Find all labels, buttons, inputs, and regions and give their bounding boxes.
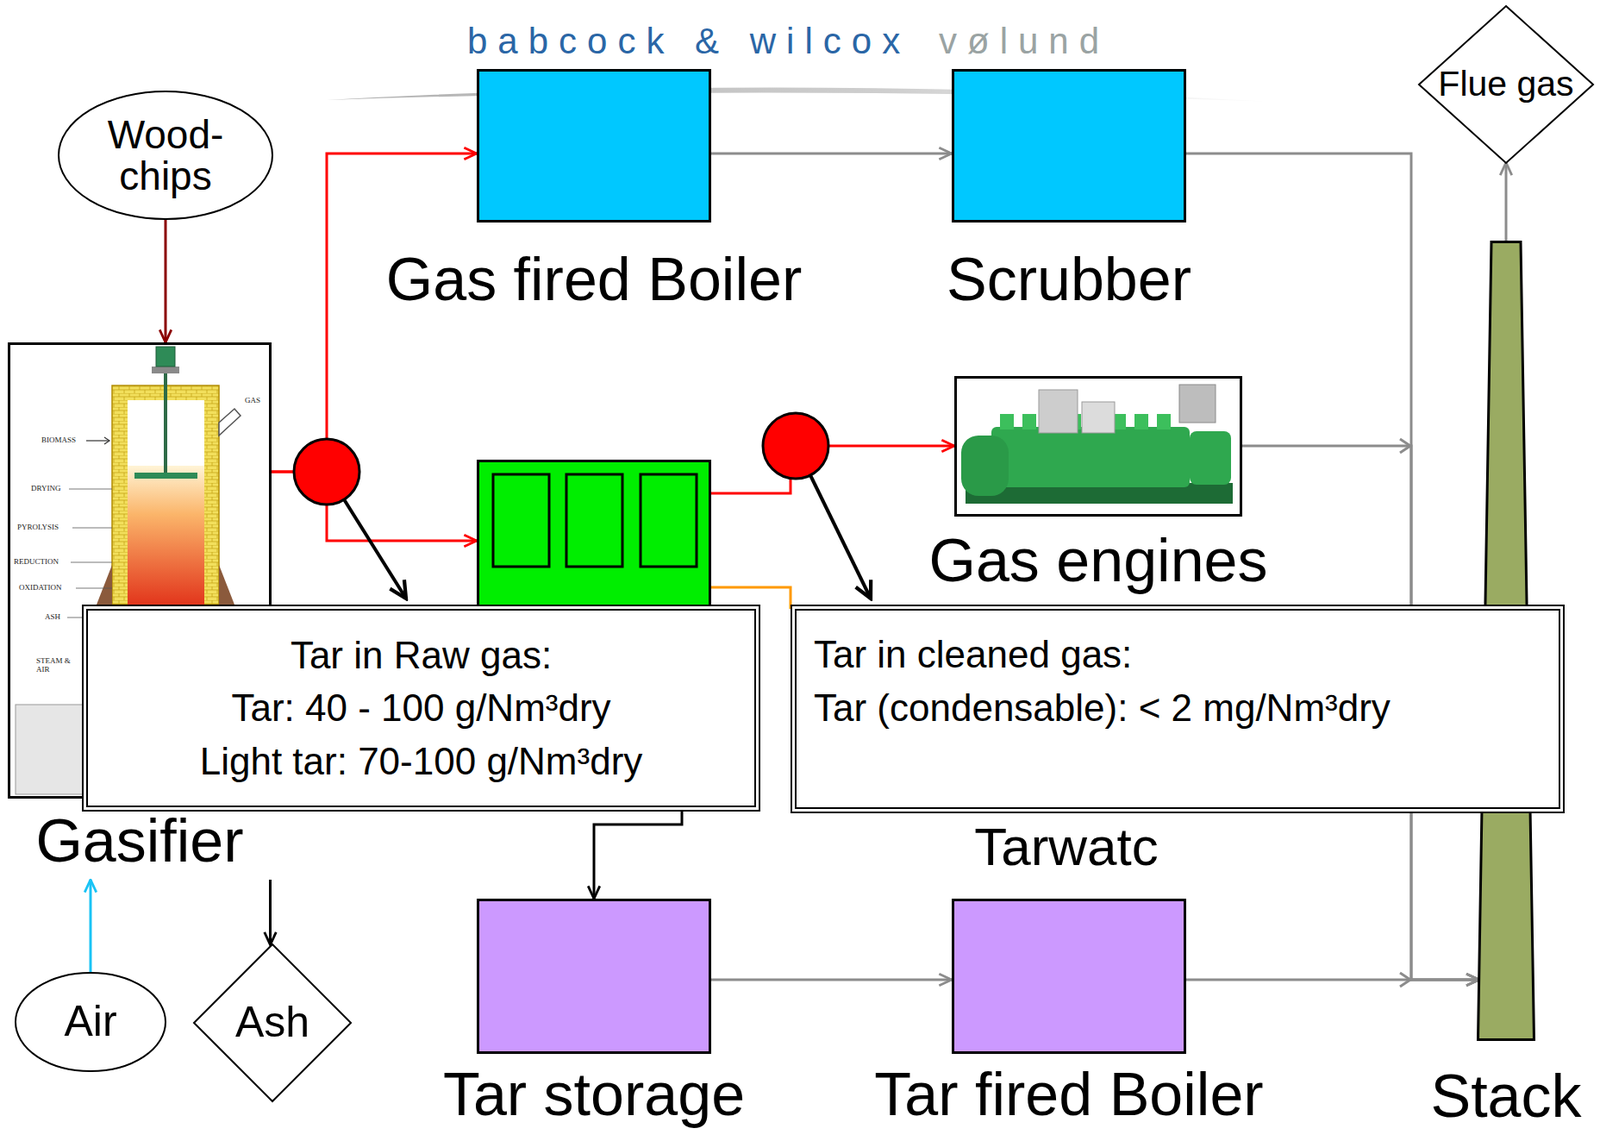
flow-connector xyxy=(1186,978,1480,982)
partial-label: Tarwatc xyxy=(974,815,1159,877)
diamond-outline xyxy=(1418,6,1594,163)
storage-box: Tar storage xyxy=(476,898,712,1054)
engine-illustration xyxy=(954,375,1243,517)
drawing-part xyxy=(991,426,1190,488)
node-heading: Scrubber xyxy=(946,246,1192,313)
callout-box: Tar in Raw gas:Tar: 40 - 100 g/Nm³dryLig… xyxy=(81,604,761,812)
node-heading: Gasifier xyxy=(35,807,244,875)
watermark: vølund xyxy=(938,20,1110,63)
text-holder: Tar in Raw gas:Tar: 40 - 100 g/Nm³dryLig… xyxy=(87,610,755,806)
node-text: Tar in cleaned gas: xyxy=(813,627,1132,682)
flow-connector xyxy=(711,445,955,494)
connector-group xyxy=(90,153,1507,980)
node-text: Light tar: 70-100 g/Nm³dry xyxy=(200,734,644,788)
flow-connector xyxy=(164,218,168,343)
drawing-part xyxy=(1000,413,1014,430)
node-heading: Gas fired Boiler xyxy=(386,246,802,313)
scrubber-box: Scrubber xyxy=(951,68,1187,223)
leader-line xyxy=(810,475,871,599)
drawing-part xyxy=(75,587,113,589)
flow-connector xyxy=(268,879,272,945)
drawing-part xyxy=(1189,431,1232,485)
flow-connector xyxy=(711,152,952,156)
sample-point xyxy=(762,412,829,479)
text-holder: Air xyxy=(14,971,167,1072)
node-text: Tar (condensable): < 2 mg/Nm³dry xyxy=(813,681,1391,735)
text-holder: Flue gas xyxy=(1418,5,1594,164)
drawing-part xyxy=(1134,413,1149,430)
feed-ellipse: Wood- chips xyxy=(57,90,274,220)
node-heading: Tar storage xyxy=(443,1061,745,1128)
boiler-box: Tar fired Boiler xyxy=(951,898,1187,1054)
drawing-part xyxy=(1179,384,1216,423)
drawing-part xyxy=(151,366,180,374)
input-ellipse: Air xyxy=(14,971,167,1072)
flow-connector xyxy=(89,879,93,973)
node-text: Ash xyxy=(235,997,310,1048)
boiler-box: Gas fired Boiler xyxy=(476,68,712,223)
node-text: Wood- chips xyxy=(92,113,239,198)
drawing-part xyxy=(96,564,113,605)
drawing-part xyxy=(72,527,113,529)
node-heading: Gas engines xyxy=(928,527,1268,594)
drawing-part xyxy=(86,439,109,441)
node-text: Tar: 40 - 100 g/Nm³dry xyxy=(231,681,611,735)
engine-box: Gas engines xyxy=(954,375,1243,517)
text-holder: Wood- chips xyxy=(57,90,274,220)
text-holder: Ash xyxy=(193,943,352,1102)
output-diamond: Flue gas xyxy=(1418,5,1594,164)
drawing-part xyxy=(127,465,205,605)
part-label: OXIDATION xyxy=(18,583,63,593)
node-text: Flue gas xyxy=(1437,63,1574,105)
part-label: STEAM & AIR xyxy=(36,656,71,675)
node-text: Tar in Raw gas: xyxy=(290,628,552,682)
stack-outline xyxy=(1478,242,1535,1040)
junction-arrow xyxy=(1400,972,1411,987)
node-heading: Tar fired Boiler xyxy=(874,1061,1263,1128)
drawing-part xyxy=(156,346,175,367)
drawing-part xyxy=(70,562,113,563)
ellipse-outline xyxy=(15,972,166,1071)
drawing-part xyxy=(640,474,697,567)
part-label: BIOMASS xyxy=(41,436,76,445)
watermark: babcock & wilcox xyxy=(467,20,911,63)
drawing-part xyxy=(1038,389,1078,433)
flow-connector xyxy=(1505,162,1508,242)
part-label: REDUCTION xyxy=(13,557,59,567)
part-label: ASH xyxy=(44,612,61,622)
drawing-part xyxy=(566,474,623,567)
drawing-part xyxy=(104,437,110,444)
drawing-part xyxy=(954,375,1243,517)
ellipse-outline xyxy=(58,91,273,219)
text-holder: Tar in cleaned gas:Tar (condensable): < … xyxy=(796,610,1559,807)
junction-arrow xyxy=(1400,438,1411,453)
drawing-part xyxy=(961,435,1009,496)
drawing-part xyxy=(1156,413,1171,430)
output-diamond: Ash xyxy=(193,943,352,1102)
part-label: PYROLYSIS xyxy=(17,523,59,532)
leader-line xyxy=(343,499,407,599)
diamond-outline xyxy=(193,943,351,1101)
part-label: DRYING xyxy=(31,484,62,494)
callout-box: Tar in cleaned gas:Tar (condensable): < … xyxy=(790,604,1565,813)
drawing-part xyxy=(1022,413,1037,430)
drawing-part xyxy=(68,488,113,490)
node-text: Air xyxy=(63,996,117,1047)
part-label: GAS xyxy=(244,396,261,406)
drawing-part xyxy=(1081,401,1115,433)
drawing-part xyxy=(493,474,550,567)
drawing-part xyxy=(134,472,198,479)
drawing-part xyxy=(218,564,235,605)
node-heading: Stack xyxy=(1430,1062,1582,1130)
drawing-part xyxy=(218,408,241,436)
sample-point xyxy=(293,438,360,505)
flow-connector xyxy=(711,978,952,982)
drawing-part xyxy=(163,373,168,475)
